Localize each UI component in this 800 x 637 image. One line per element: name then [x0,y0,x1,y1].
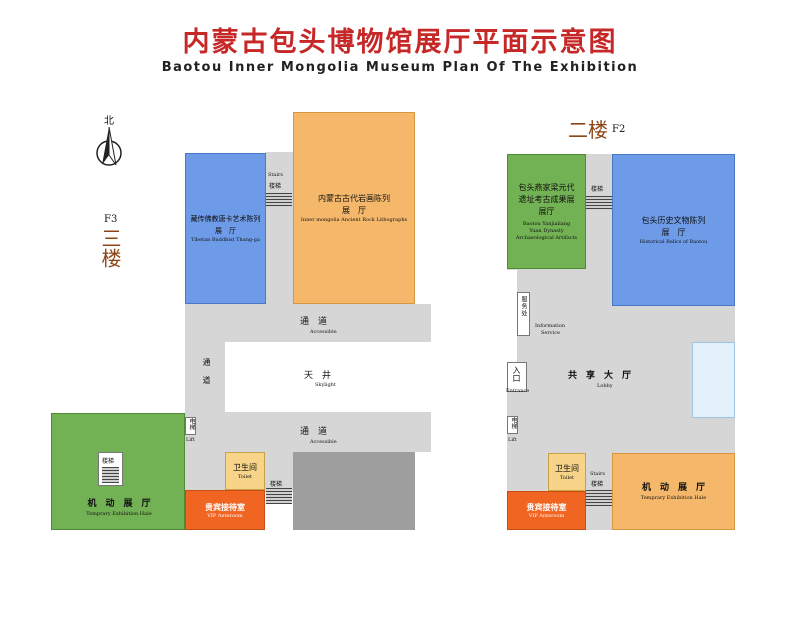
f2-service-desk[interactable] [517,292,530,336]
f3-toilet-en: Toilet [237,473,253,480]
f2-service-en1: Information [535,323,566,329]
f3-skylight-cn: 天 井 [304,371,332,381]
f3-temp-hall[interactable]: 楼梯 机 动 展 厅 Temprary Exhibition Hale [51,413,185,530]
f2-yanjia-hall-en1: Baotou Yanjialiang [522,220,571,227]
f2-entrance[interactable] [507,362,527,392]
f3-corridor-bottom-en: Accessible [310,439,337,445]
f2-temp-hall-en: Temprary Exhibition Hale [640,494,707,501]
f3-stairs-top-cn: 楼梯 [269,183,282,190]
f2-lift[interactable] [507,416,518,434]
f2-yanjia-hall-cn2: 遗址考古成果展 [518,194,575,204]
floor2-name: 二楼 [568,118,608,142]
f2-vip-room-cn: 贵宾接待室 [526,502,567,512]
f2-entrance-en: Entrance [506,388,530,394]
f2-history-hall[interactable]: 包头历史文物陈列 展 厅 Historical Relics of Baotou [612,154,735,306]
f3-lift-en: Lift [186,437,195,443]
f2-service-en2: Service [541,330,560,336]
f3-vip-room-cn: 贵宾接待室 [205,501,245,512]
f2-stairs-top-label: 楼梯 [591,186,604,193]
f2-yanjia-hall-cn3: 展厅 [538,206,555,216]
f3-vip-room-en: VIP Anteroom [207,512,243,519]
f3-vip-room[interactable]: 贵宾接待室 VIP Anteroom [185,490,265,530]
f3-lift[interactable] [185,417,196,435]
f3-stairs-bottom [266,488,292,504]
f3-tibetan-hall-cn: 藏传佛教唐卡艺术陈列 [190,215,261,223]
f3-tibetan-hall-cn2: 展 厅 [215,227,236,235]
f3-toilet[interactable]: 卫生间 Toilet [225,452,265,490]
f2-lift-cn: 电梯 [510,417,517,429]
f2-lobby-en: Lobby [597,383,613,389]
f3-corridor-left [185,342,225,412]
f2-yanjia-hall[interactable]: 包头燕家梁元代 遗址考古成果展 展厅 Baotou Yanjialiang Yu… [507,154,586,269]
f2-stairs-bottom-en: Stairs [590,471,605,477]
f2-history-hall-en: Historical Relics of Baotou [639,238,708,245]
f3-skylight [225,342,431,412]
f2-stairs-bottom-cn: 楼梯 [591,481,604,488]
f2-left-cutout [507,270,517,362]
f3-stair-gap [265,152,293,304]
f3-temp-hall-stairs-label: 楼梯 [102,458,115,465]
f3-stairs-top-en: Stairs [268,172,283,178]
f3-tibetan-hall[interactable]: 藏传佛教唐卡艺术陈列 展 厅 Tibetan Buddhist Thang-ga [185,153,266,304]
page-title: 内蒙古包头博物馆展厅平面示意图 [182,27,618,58]
f2-vip-room[interactable]: 贵宾接待室 VIP Anteroom [507,491,586,530]
f3-temp-hall-stairs [102,467,119,483]
f2-temp-hall-cn: 机 动 展 厅 [641,482,705,493]
f2-lobby-cn: 共 享 大 厅 [568,371,632,381]
f3-corridor-bottom [185,412,431,452]
f3-skylight-en: Skylight [315,382,336,388]
f2-vip-room-en: VIP Anteroom [528,513,565,519]
f3-stairs-top [266,193,292,207]
floor2-code: F2 [612,124,626,135]
f2-temp-hall[interactable]: 机 动 展 厅 Temprary Exhibition Hale [612,453,735,530]
f2-yanjia-hall-en3: Archaeological Artifacts [515,234,578,241]
f3-rock-hall[interactable]: 内蒙古古代岩画陈列 展 厅 Inner mongolia Ancient Roc… [293,112,415,304]
f3-corridor-bottom-cn: 通 道 [300,427,328,437]
f3-tibetan-hall-en: Tibetan Buddhist Thang-ga [190,237,260,243]
north-arrow-icon [96,126,122,166]
f3-dark-area [293,452,415,530]
floor3-code: F3 [104,214,118,225]
f2-history-hall-cn: 包头历史文物陈列 [641,215,706,225]
f3-rock-hall-cn2: 展 厅 [342,205,366,215]
f3-corridor-top-en: Accessible [310,329,337,335]
f2-toilet-en: Toilet [559,474,575,481]
f2-yanjia-hall-en2: Yuan Dynasty [529,227,564,234]
f2-yanjia-hall-cn1: 包头燕家梁元代 [518,182,575,192]
f3-temp-hall-en: Temprary Exhibition Hale [86,511,152,517]
f2-history-hall-cn2: 展 厅 [661,227,686,237]
f2-stairs-bottom [586,490,612,506]
page-subtitle: Baotou Inner Mongolia Museum Plan Of The… [161,60,639,75]
f3-rock-hall-cn: 内蒙古古代岩画陈列 [318,193,390,203]
f3-toilet-cn: 卫生间 [233,462,257,472]
f3-corridor-top [185,304,431,342]
floor3-name-text: 三楼 [98,228,122,268]
f3-lift-cn: 电梯 [188,418,195,430]
f2-lift-en: Lift [508,437,517,443]
floor3-name: 三楼 [98,228,122,273]
f2-service-desk-cn: 服务处 [520,296,527,317]
f3-corridor-top-cn: 通 道 [300,317,328,327]
f3-corridor-left-cn: 通道 [202,358,211,394]
f2-toilet-cn: 卫生间 [555,463,579,473]
f2-toilet[interactable]: 卫生间 Toilet [548,453,586,491]
f2-glass-area [692,342,735,418]
f3-rock-hall-en: Inner mongolia Ancient Rock Lithographs [300,216,408,223]
f2-stairs-top [586,196,612,210]
compass-label: 北 [104,116,114,127]
f2-entrance-cn: 入口 [512,366,521,382]
f3-temp-hall-cn: 机 动 展 厅 [87,499,151,509]
f3-stairs-bottom-label: 楼梯 [270,481,283,488]
